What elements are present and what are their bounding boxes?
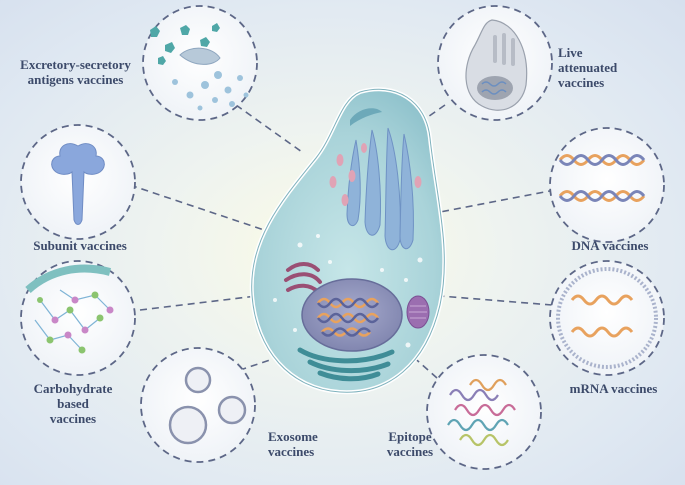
endoplasmic-reticulum [297, 347, 395, 382]
rhoptries [346, 127, 414, 251]
label-carbohydrate: Carbohydrate based vaccines [33, 381, 113, 426]
dense-granules [273, 234, 423, 348]
label-exosome: Exosome vaccines [268, 429, 318, 459]
label-subunit: Subunit vaccines [33, 238, 127, 253]
circle-dna [549, 127, 665, 243]
circle-excretory-secretory [142, 5, 258, 121]
circle-epitope [426, 354, 542, 470]
circle-mrna [549, 260, 665, 376]
nucleus-dna [317, 297, 379, 337]
connector-dna [439, 189, 556, 213]
apical-complex [350, 108, 382, 126]
circle-live-attenuated [437, 5, 553, 121]
circle-carbohydrate [20, 260, 136, 376]
label-mrna: mRNA vaccines [569, 381, 658, 396]
parasite-cell [249, 87, 447, 395]
connector-excretory [235, 104, 303, 153]
connector-mrna [439, 295, 553, 306]
circle-subunit [20, 124, 136, 240]
label-live-attenuated: Live attenuated vaccines [558, 45, 618, 90]
connector-carbohydrate [139, 294, 266, 311]
label-epitope: Epitope vaccines [386, 429, 434, 459]
label-dna: DNA vaccines [571, 238, 649, 253]
label-excretory-secretory: Excretory-secretory antigens vaccines [20, 57, 131, 87]
connector-subunit [129, 184, 283, 237]
circle-exosome [140, 347, 256, 463]
micronemes [329, 143, 422, 206]
